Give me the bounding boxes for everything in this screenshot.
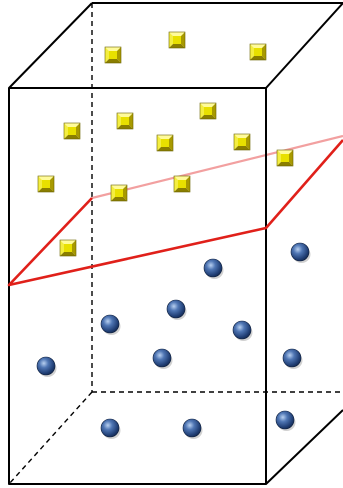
yellow-cube-icon — [276, 149, 294, 167]
front-face — [8, 87, 267, 485]
yellow-cube-icon — [63, 122, 81, 140]
bottom-left-diagonal-edge — [8, 391, 93, 485]
top-left-diagonal-edge — [8, 2, 93, 89]
cutting-plane — [7, 139, 343, 287]
blue-sphere-icon — [232, 320, 253, 341]
yellow-cube-icon — [110, 184, 128, 202]
blue-sphere-icon — [166, 299, 187, 320]
yellow-cube-icon — [168, 31, 186, 49]
blue-sphere-icon — [290, 242, 311, 263]
top-right-diagonal-edge — [265, 2, 343, 89]
yellow-cube-icon — [249, 43, 267, 61]
yellow-cube-icon — [59, 239, 77, 257]
blue-sphere-icon — [182, 418, 203, 439]
bottom-right-diagonal-edge — [265, 409, 343, 485]
blue-sphere-icon — [282, 348, 303, 369]
cutting-plane-back — [91, 134, 343, 200]
blue-sphere-icon — [100, 418, 121, 439]
yellow-cube-icon — [116, 112, 134, 130]
blue-sphere-icon — [152, 348, 173, 369]
blue-sphere-icon — [100, 314, 121, 335]
cutting-plane-outline — [7, 139, 343, 287]
blue-sphere-icon — [203, 258, 224, 279]
yellow-cube-icon — [173, 175, 191, 193]
yellow-cube-icon — [199, 102, 217, 120]
blue-sphere-icon — [275, 410, 296, 431]
cubes-group — [37, 31, 294, 257]
yellow-cube-icon — [37, 175, 55, 193]
blue-sphere-icon — [36, 356, 57, 377]
yellow-cube-icon — [156, 134, 174, 152]
hidden-edges — [8, 3, 343, 485]
spheres-group — [36, 242, 311, 439]
yellow-cube-icon — [104, 46, 122, 64]
yellow-cube-icon — [233, 133, 251, 151]
visible-edges — [8, 2, 343, 485]
